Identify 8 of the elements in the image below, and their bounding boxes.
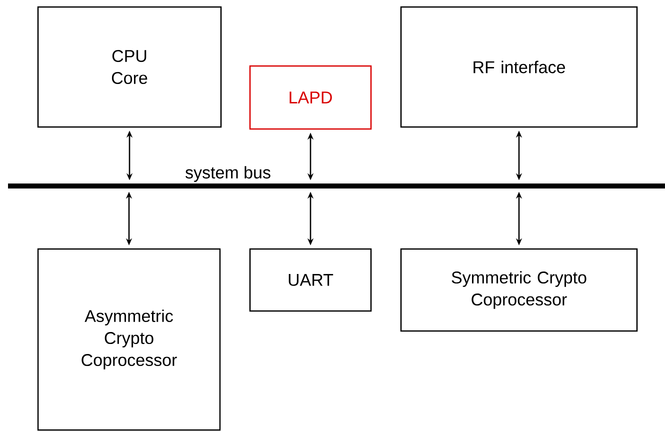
component-box: RF interface [400, 6, 638, 128]
component-box: LAPD [249, 65, 372, 130]
component-box: UART [249, 248, 372, 312]
node-label: system bus [185, 166, 270, 182]
component-box: Symmetric Crypto Coprocessor [400, 248, 638, 332]
component-box: CPU Core [37, 6, 222, 128]
component-box: Asymmetric Crypto Coprocessor [37, 248, 221, 431]
system-bus: system bus [8, 166, 665, 188]
